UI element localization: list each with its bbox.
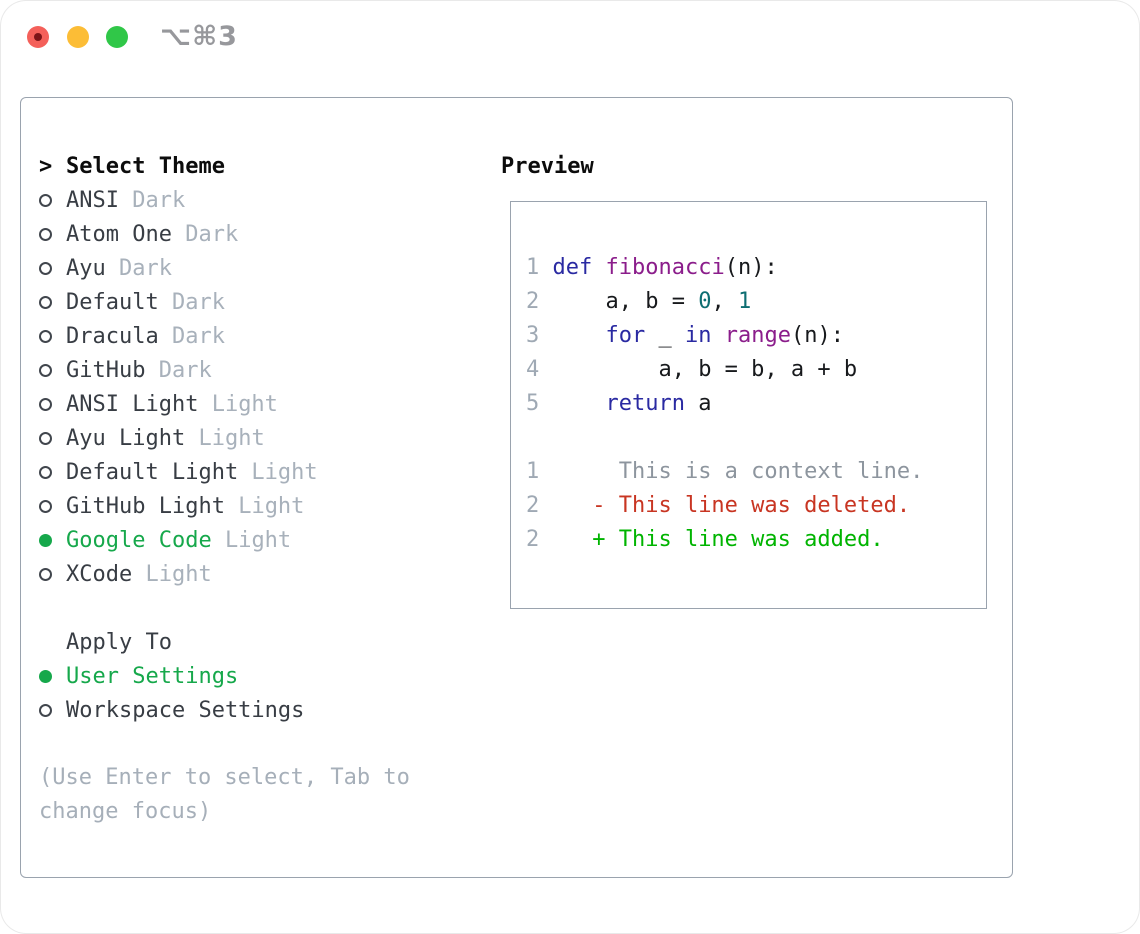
theme-option-ayu-light-light[interactable]: Ayu Light Light [39, 421, 265, 455]
radio-icon [39, 533, 52, 547]
window-title: ⌥⌘3 [160, 21, 238, 52]
preview-line: 1 def fibonacci(n): [526, 255, 778, 280]
radio-icon [39, 499, 52, 513]
apply-to-header: Apply To [39, 625, 172, 659]
apply-to-title: Apply To [66, 629, 172, 655]
preview-title: Preview [501, 153, 594, 179]
theme-option-atom-one-dark[interactable]: Atom One Dark [39, 217, 238, 251]
radio-icon [39, 363, 52, 377]
radio-icon [39, 329, 52, 343]
preview-line: 2 + This line was added. [526, 527, 884, 552]
focus-prompt: > [39, 153, 53, 179]
titlebar: ⌥⌘3 [0, 0, 1140, 74]
preview-line: 4 a, b = b, a + b [526, 357, 858, 382]
theme-option-ayu-dark[interactable]: Ayu Dark [39, 251, 172, 285]
radio-icon [39, 465, 52, 479]
theme-option-default-dark[interactable]: Default Dark [39, 285, 225, 319]
minimize-button[interactable] [67, 26, 89, 48]
theme-option-github-dark[interactable]: GitHub Dark [39, 353, 212, 387]
preview-code: 1 def fibonacci(n): 2 a, b = 0, 1 3 for _ … [526, 251, 986, 557]
preview-line: 2 a, b = 0, 1 [526, 289, 752, 314]
theme-option-dracula-dark[interactable]: Dracula Dark [39, 319, 225, 353]
theme-option-google-code-light[interactable]: Google Code Light [39, 523, 291, 557]
preview-line: 1 This is a context line. [526, 459, 924, 484]
radio-icon [39, 261, 52, 275]
theme-option-default-light-light[interactable]: Default Light Light [39, 455, 318, 489]
select-theme-header: > Select Theme [39, 149, 225, 183]
select-theme-title: Select Theme [66, 153, 225, 179]
preview-line [526, 421, 986, 455]
theme-option-ansi-dark[interactable]: ANSI Dark [39, 183, 185, 217]
apply-option-user-settings[interactable]: User Settings [39, 659, 238, 693]
radio-icon [39, 397, 52, 411]
close-button[interactable] [27, 26, 49, 48]
preview-box: 1 def fibonacci(n): 2 a, b = 0, 1 3 for _ … [510, 201, 987, 609]
preview-line: 5 return a [526, 391, 712, 416]
radio-icon [39, 703, 52, 717]
radio-icon [39, 227, 52, 241]
preview-line: 3 for _ in range(n): [526, 323, 844, 348]
theme-option-xcode-light[interactable]: XCode Light [39, 557, 212, 591]
zoom-button[interactable] [106, 26, 128, 48]
radio-icon [39, 295, 52, 309]
apply-option-workspace-settings[interactable]: Workspace Settings [39, 693, 304, 727]
help-hint: (Use Enter to select, Tab to change focu… [39, 765, 410, 824]
radio-icon [39, 567, 52, 581]
theme-option-github-light-light[interactable]: GitHub Light Light [39, 489, 304, 523]
preview-line: 2 - This line was deleted. [526, 493, 911, 518]
radio-icon [39, 669, 52, 683]
radio-icon [39, 431, 52, 445]
radio-icon [39, 193, 52, 207]
theme-option-ansi-light-light[interactable]: ANSI Light Light [39, 387, 278, 421]
